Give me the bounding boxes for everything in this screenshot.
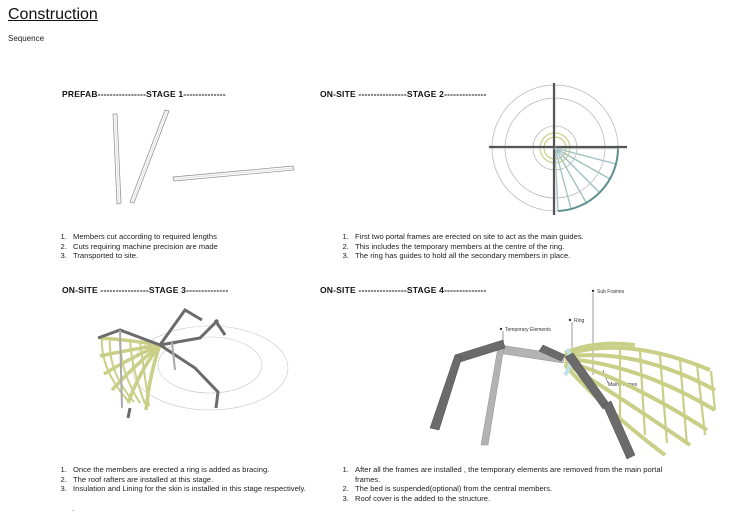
- list-item: First two portal frames are erected on s…: [351, 232, 691, 242]
- stage-1-members-drawing: [112, 109, 295, 205]
- page-subtitle: Sequence: [8, 34, 45, 43]
- list-item: The roof rafters are installed at this s…: [69, 475, 309, 485]
- list-item: Roof cover is the added to the structure…: [351, 494, 671, 504]
- list-item: Cuts requiring machine precision are mad…: [69, 242, 289, 252]
- stage-2-heading: ON-SITE ----------------STAGE 2---------…: [320, 89, 487, 99]
- stage-4-structure-drawing: Sub Frames Ring Temporary Elements Main …: [429, 289, 717, 460]
- stage-3-trailing-mark: .: [72, 504, 75, 513]
- list-item: Transported to site.: [69, 251, 289, 261]
- list-item: Members cut according to required length…: [69, 232, 289, 242]
- stage-3-heading: ON-SITE ----------------STAGE 3---------…: [62, 285, 229, 295]
- list-item: Once the members are erected a ring is a…: [69, 465, 309, 475]
- sub-frames-label: Sub Frames: [597, 289, 625, 295]
- list-item: The ring has guides to hold all the seco…: [351, 251, 691, 261]
- list-item: This includes the temporary members at t…: [351, 242, 691, 252]
- list-item: After all the frames are installed , the…: [351, 465, 671, 484]
- stage-2-plan-drawing: [489, 83, 627, 215]
- page-title: Construction: [8, 6, 98, 23]
- ring-label: Ring: [574, 318, 585, 324]
- stage-3-steps: Once the members are erected a ring is a…: [52, 465, 309, 494]
- list-item: The bed is suspended(optional) from the …: [351, 484, 671, 494]
- stage-2-steps: First two portal frames are erected on s…: [334, 232, 691, 261]
- stage-1-heading: PREFAB----------------STAGE 1-----------…: [62, 89, 226, 99]
- list-item: Insulation and Lining for the skin is in…: [69, 484, 309, 494]
- stage-3-rafters-drawing: [97, 308, 289, 419]
- stage-4-steps: After all the frames are installed , the…: [334, 465, 671, 503]
- stage-1-steps: Members cut according to required length…: [52, 232, 289, 261]
- temporary-elements-label: Temporary Elements: [505, 327, 551, 333]
- stage-4-heading: ON-SITE ----------------STAGE 4---------…: [320, 285, 487, 295]
